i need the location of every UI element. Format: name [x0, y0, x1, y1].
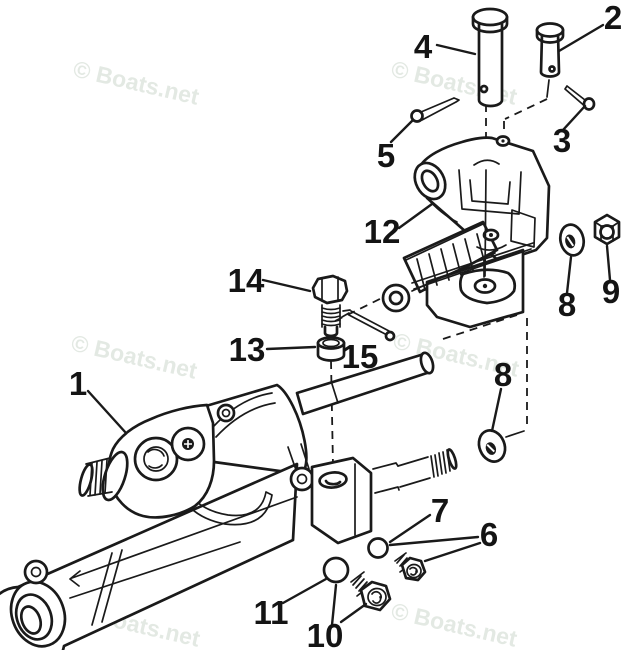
part-cylinder-assembly-1: [0, 351, 458, 650]
part-oring-11: [322, 556, 350, 584]
part-plug-10: [350, 571, 392, 612]
part-clevis-pin-small: [535, 22, 565, 78]
watermark: © Boats.net: [69, 330, 200, 384]
callout-6: 6: [480, 516, 498, 553]
callout-14: 14: [228, 262, 265, 299]
callout-15: 15: [342, 338, 379, 375]
callout-5: 5: [377, 137, 395, 174]
watermark: © Boats.net: [389, 598, 520, 650]
callout-11: 11: [254, 594, 289, 631]
callout-12: 12: [364, 213, 401, 250]
callout-3: 3: [553, 122, 571, 159]
watermark: © Boats.net: [71, 56, 202, 110]
part-bracket-12: [381, 135, 551, 329]
part-bolt-14: [311, 274, 349, 338]
callout-7: 7: [431, 492, 449, 529]
part-screw-5: [410, 97, 460, 123]
part-plug-6: [394, 552, 427, 582]
callout-13: 13: [229, 331, 266, 368]
part-nut-9: [593, 213, 621, 246]
callout-labels: 1 2 3 4 5 6 7 8 8 9 10 11 12 13 14 15: [69, 0, 622, 650]
callout-9: 9: [602, 273, 620, 310]
part-clevis-pin-large: [471, 7, 509, 108]
part-screw-3: [564, 85, 596, 111]
callout-2: 2: [604, 0, 622, 36]
callout-1: 1: [69, 365, 87, 402]
callout-8-lower: 8: [494, 356, 512, 393]
callout-10: 10: [307, 617, 344, 650]
part-washer-8-upper: [558, 223, 586, 257]
part-oring-7: [367, 537, 389, 559]
callout-4: 4: [414, 28, 433, 65]
callout-leader-lines: [86, 23, 612, 627]
part-bushing-13: [316, 336, 346, 362]
part-cotter-pin-15: [341, 309, 396, 342]
callout-8-upper: 8: [558, 286, 576, 323]
part-washer-8-lower: [477, 429, 507, 463]
